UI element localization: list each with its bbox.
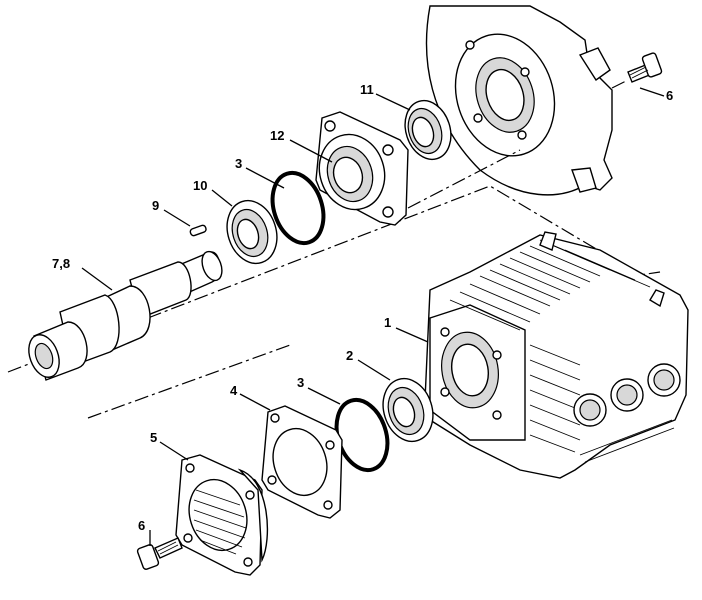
shaft-key-9 <box>189 224 207 237</box>
bolt-bottom <box>136 537 183 570</box>
callout-11: 11 <box>360 82 374 97</box>
callout-4: 4 <box>230 383 238 398</box>
motor-flange <box>425 5 613 196</box>
bearing-flange-12 <box>315 111 409 226</box>
callout-7-8: 7,8 <box>52 256 70 271</box>
callout-3-upper: 3 <box>235 156 242 171</box>
gasket-4 <box>261 405 343 519</box>
callout-12: 12 <box>270 128 284 143</box>
assembly-line-shaft <box>407 149 521 209</box>
callout-5: 5 <box>150 430 157 445</box>
grille-cover-5 <box>175 454 269 576</box>
leader-lines <box>81 87 665 546</box>
bolt-top <box>627 52 663 83</box>
o-ring-upper <box>270 170 326 246</box>
bearing-2 <box>382 377 434 443</box>
callout-10: 10 <box>193 178 207 193</box>
callout-3-lower: 3 <box>297 375 304 390</box>
bearing-11 <box>404 99 452 161</box>
pump-housing-1 <box>424 231 689 479</box>
callout-9: 9 <box>152 198 159 213</box>
callout-6-top: 6 <box>666 88 673 103</box>
assembly-line-lower <box>87 344 291 419</box>
callout-6-bottom: 6 <box>138 518 145 533</box>
crankshaft-7-8 <box>28 250 223 381</box>
bearing-10 <box>226 199 278 265</box>
callout-1: 1 <box>384 315 391 330</box>
assembly-line-upper <box>7 185 661 373</box>
callout-2: 2 <box>346 348 353 363</box>
assembly-line-bolt <box>611 79 629 89</box>
